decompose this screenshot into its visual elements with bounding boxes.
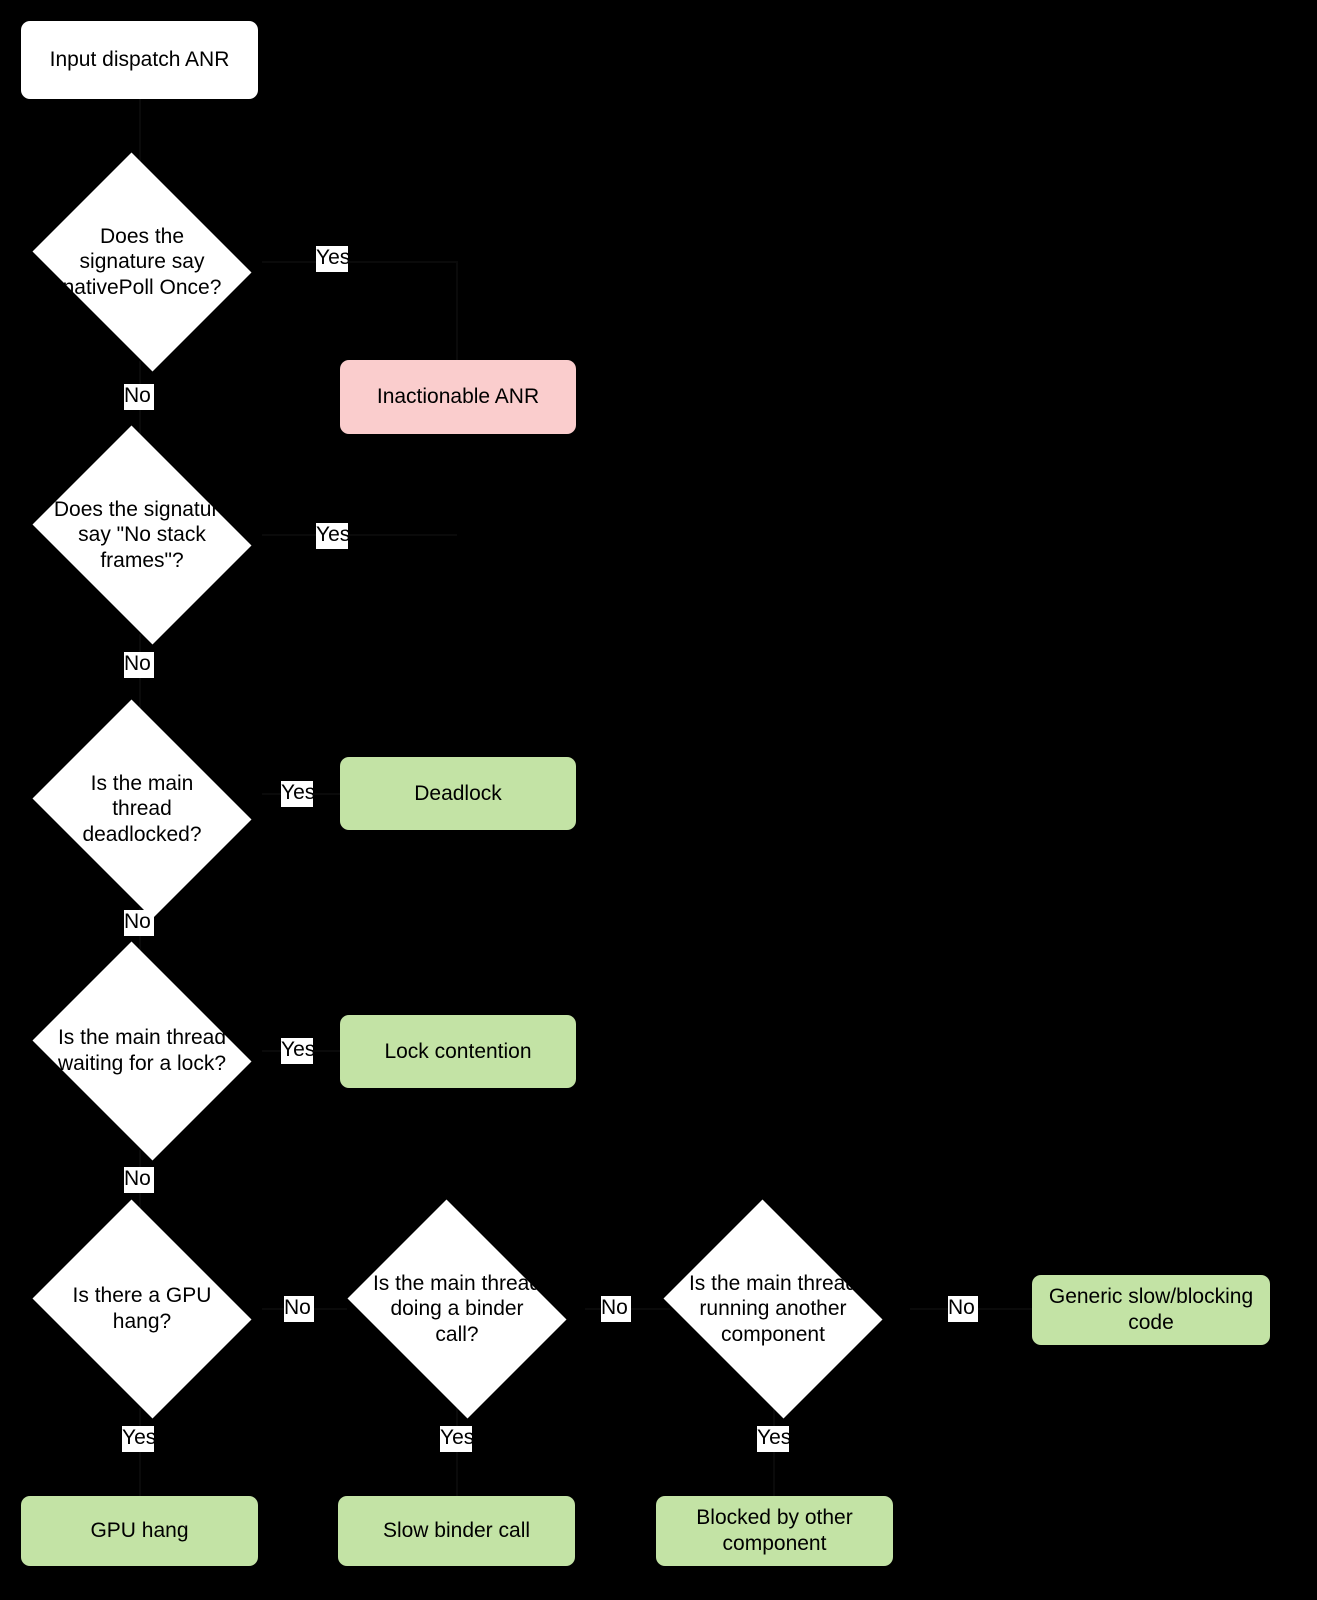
node-q-main-thread-waiting-lock-label: Is the main thread waiting for a lock? <box>57 1026 227 1075</box>
edge-label-no-gpu-hang: No <box>284 1296 314 1322</box>
edge-label-yes-gpu-hang: Yes <box>122 1426 154 1452</box>
edge-q-binder-call-yes <box>456 1408 458 1496</box>
edge-label-yes-waiting-lock: Yes <box>281 1038 313 1064</box>
edge-label-no-waiting-lock: No <box>124 1167 154 1193</box>
edge-q-nativepollonce-yes <box>262 261 457 263</box>
edge-label-no-binder-call: No <box>601 1296 631 1322</box>
edge-q-nostackframes-yes <box>262 534 457 536</box>
edge-start-to-q-nativepollonce <box>139 99 141 163</box>
edge-q-another-component-yes <box>773 1408 775 1496</box>
edge-label-yes-deadlocked: Yes <box>281 781 313 807</box>
node-blocked-by-other-component-label: Blocked by other component <box>696 1506 853 1555</box>
node-q-another-component-label: Is the main thread running another compo… <box>688 1271 858 1346</box>
node-input-dispatch-anr[interactable]: Input dispatch ANR <box>21 21 258 99</box>
node-q-main-thread-deadlocked[interactable]: Is the main thread deadlocked? <box>22 699 262 919</box>
edge-q-gpu-hang-yes <box>139 1408 141 1496</box>
node-deadlock[interactable]: Deadlock <box>340 757 576 830</box>
edge-label-yes-nativepollonce: Yes <box>316 246 348 272</box>
node-q-binder-call[interactable]: Is the main thread doing a binder call? <box>337 1199 577 1419</box>
node-input-dispatch-anr-label: Input dispatch ANR <box>49 48 230 72</box>
node-q-binder-call-label: Is the main thread doing a binder call? <box>372 1271 542 1346</box>
edge-q-nativepollonce-yes-down <box>456 261 458 360</box>
edge-label-no-deadlocked: No <box>124 910 154 936</box>
node-inactionable-anr[interactable]: Inactionable ANR <box>340 360 576 434</box>
node-generic-slow-blocking-code-label: Generic slow/blocking code <box>1048 1285 1254 1334</box>
node-generic-slow-blocking-code[interactable]: Generic slow/blocking code <box>1032 1275 1270 1345</box>
node-deadlock-label: Deadlock <box>414 781 502 805</box>
edge-label-no-nativepollonce: No <box>124 384 154 410</box>
node-lock-contention[interactable]: Lock contention <box>340 1015 576 1088</box>
edge-q-deadlocked-no <box>139 908 141 972</box>
node-q-main-thread-waiting-lock[interactable]: Is the main thread waiting for a lock? <box>22 941 262 1161</box>
node-lock-contention-label: Lock contention <box>384 1039 532 1063</box>
node-slow-binder-call-label: Slow binder call <box>382 1519 531 1543</box>
node-q-no-stack-frames-label: Does the signature say "No stack frames"… <box>53 497 231 572</box>
node-q-another-component[interactable]: Is the main thread running another compo… <box>653 1199 893 1419</box>
node-blocked-by-other-component[interactable]: Blocked by other component <box>656 1496 893 1566</box>
edge-label-no-another-component: No <box>948 1296 978 1322</box>
node-inactionable-anr-label: Inactionable ANR <box>376 385 540 409</box>
edge-label-yes-no-stack-frames: Yes <box>316 523 348 549</box>
edge-label-no-no-stack-frames: No <box>124 652 154 678</box>
node-q-gpu-hang[interactable]: Is there a GPU hang? <box>22 1199 262 1419</box>
edge-label-yes-binder-call: Yes <box>440 1426 472 1452</box>
node-q-nativepollonce-label: Does the signature say nativePoll Once? <box>62 224 222 299</box>
node-gpu-hang[interactable]: GPU hang <box>21 1496 258 1566</box>
node-q-no-stack-frames[interactable]: Does the signature say "No stack frames"… <box>22 425 262 645</box>
node-q-gpu-hang-label: Is there a GPU hang? <box>72 1284 212 1333</box>
node-slow-binder-call[interactable]: Slow binder call <box>338 1496 575 1566</box>
node-q-main-thread-deadlocked-label: Is the main thread deadlocked? <box>82 771 202 846</box>
node-q-nativepollonce[interactable]: Does the signature say nativePoll Once? <box>22 152 262 372</box>
edge-label-yes-another-component: Yes <box>757 1426 789 1452</box>
node-gpu-hang-label: GPU hang <box>90 1519 189 1543</box>
